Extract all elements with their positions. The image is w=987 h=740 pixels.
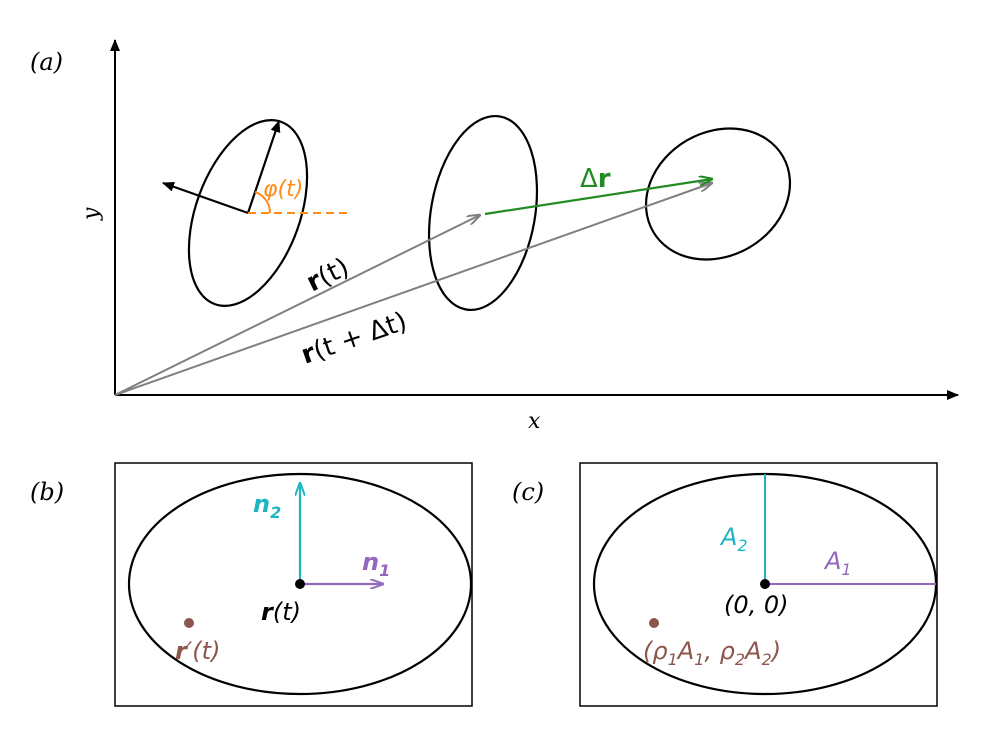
scaled-point-label: (ρ1A1, ρ2A2) (643, 637, 781, 669)
angle-arc (254, 191, 272, 214)
panel-b: (b) n2 n1 r(t) r′(t) (30, 462, 473, 707)
panel-a: (a) x y φ(t) Δr r(t) r(t + Δt) (30, 39, 959, 434)
major-axis-arrow (246, 120, 281, 214)
a2-label: A2 (719, 523, 748, 555)
center-label: r(t) (261, 598, 301, 626)
x-axis-label: x (528, 409, 541, 434)
r-t-dt-label: r(t + Δt) (298, 307, 411, 371)
r-t-vector (114, 215, 480, 396)
minor-axis-arrow (162, 181, 249, 215)
y-axis-label: y (79, 207, 104, 221)
n2-label: n2 (253, 490, 281, 522)
r-prime-point (184, 618, 194, 628)
panel-a-label: (a) (30, 48, 63, 76)
origin-label: (0, 0) (724, 591, 789, 619)
ellipse-3 (644, 127, 792, 261)
panel-b-ellipse (127, 472, 473, 696)
panel-c: (c) A2 A1 (0, 0) (ρ1A1, ρ2A2) (512, 462, 938, 707)
ellipse-2 (427, 114, 539, 312)
angle-label: φ(t) (263, 177, 303, 202)
panel-c-label: (c) (512, 478, 544, 506)
origin-point (760, 579, 770, 589)
r-t-label: r(t) (302, 252, 354, 298)
r-t-dt-vector (114, 183, 712, 396)
panel-b-label: (b) (30, 478, 64, 506)
a1-label: A1 (823, 547, 852, 579)
center-point (295, 579, 305, 589)
panel-b-frame (114, 462, 473, 707)
n1-label: n1 (362, 548, 390, 580)
delta-r-label: Δr (580, 164, 611, 194)
r-prime-label: r′(t) (175, 637, 220, 665)
scaled-point (649, 618, 659, 628)
delta-r-vector (484, 179, 712, 216)
